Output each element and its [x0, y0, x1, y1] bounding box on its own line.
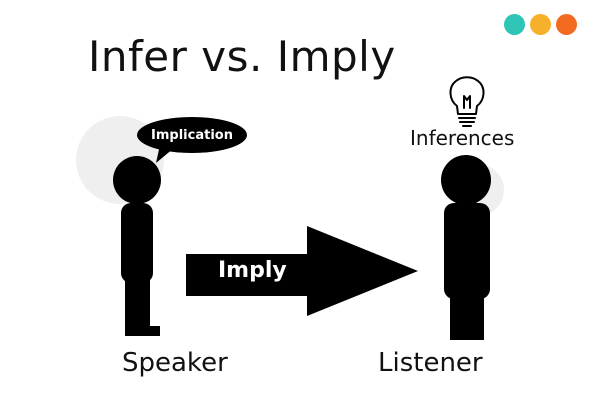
- speaker-torso: [121, 203, 153, 283]
- page-title: Infer vs. Imply: [88, 32, 396, 81]
- implication-bubble-text: Implication: [151, 127, 233, 143]
- orange-dot: [556, 14, 577, 35]
- speech-bubble: [137, 117, 247, 163]
- listener-figure: [441, 155, 491, 340]
- teal-dot: [504, 14, 525, 35]
- speaker-head: [113, 156, 161, 204]
- speaker-label: Speaker: [122, 348, 228, 378]
- listener-label: Listener: [378, 348, 483, 378]
- listener-torso: [444, 203, 490, 299]
- imply-arrow-label: Imply: [218, 258, 287, 283]
- listener-legs: [450, 290, 484, 340]
- brand-dots-icon: [504, 14, 577, 35]
- inferences-label: Inferences: [410, 126, 515, 150]
- yellow-dot: [530, 14, 551, 35]
- listener-head: [441, 155, 491, 205]
- speaker-figure: [113, 156, 161, 336]
- imply-arrow: [186, 226, 418, 316]
- speaker-foot: [125, 326, 160, 336]
- speaker-legs: [125, 275, 150, 335]
- lightbulb-icon: [449, 76, 485, 127]
